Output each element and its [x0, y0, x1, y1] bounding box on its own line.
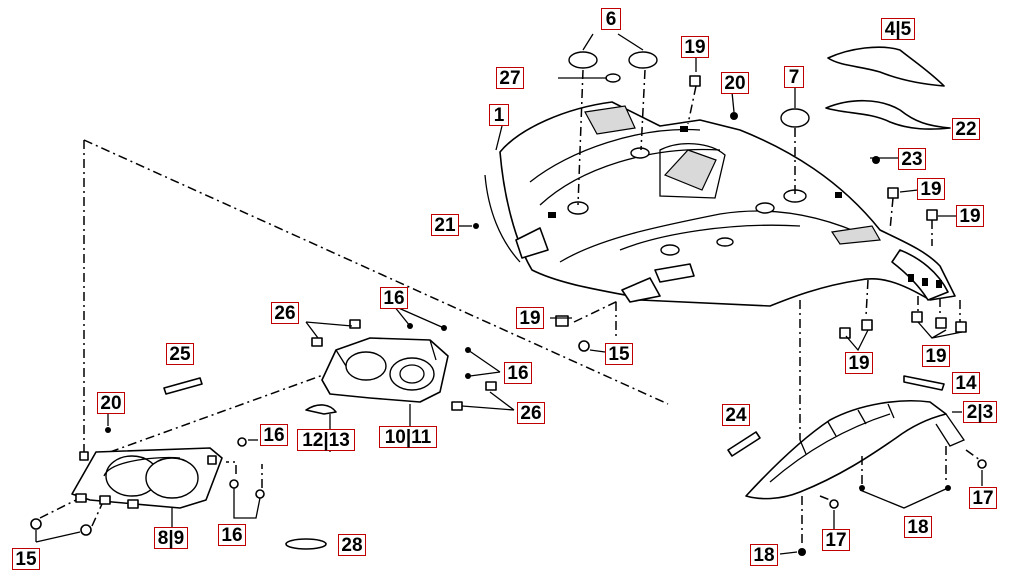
callout-23: 23 [898, 148, 926, 170]
bolt-25 [163, 377, 203, 395]
front-body-cover [484, 101, 956, 307]
headlight-housing [71, 447, 223, 509]
callout-8-9: 8|9 [154, 527, 188, 549]
callout-15-left: 15 [12, 548, 40, 570]
alignment-line-top [83, 139, 669, 405]
callout-4-5: 4|5 [881, 18, 915, 40]
callout-16-housing-right: 16 [260, 424, 288, 446]
callout-26-right: 26 [517, 402, 545, 424]
plug-6-right [628, 51, 658, 69]
callout-27: 27 [496, 67, 524, 89]
clip-14 [903, 375, 945, 391]
callout-18-bottom: 18 [750, 544, 778, 566]
callout-16-housing-bottom: 16 [218, 524, 246, 546]
callout-19-mid: 19 [516, 307, 544, 329]
callout-17-fender: 17 [822, 529, 850, 551]
callout-10-11: 10|11 [379, 426, 437, 448]
callout-1: 1 [489, 104, 509, 126]
headlight-bracket [305, 319, 497, 415]
callout-18-right: 18 [904, 516, 932, 538]
callout-24: 24 [722, 404, 750, 426]
callout-22: 22 [952, 118, 980, 140]
callout-21: 21 [431, 214, 459, 236]
bolt-24 [727, 431, 761, 457]
callout-25: 25 [166, 343, 194, 365]
plug-7 [780, 108, 810, 128]
callout-15-mid: 15 [605, 343, 633, 365]
callout-19-right-b: 19 [956, 205, 984, 227]
callout-20-top: 20 [721, 72, 749, 94]
callout-26-left: 26 [271, 302, 299, 324]
gasket-22 [825, 99, 951, 130]
callout-16-bracket-top: 16 [380, 287, 408, 309]
clips [473, 75, 967, 352]
cover-4-5 [827, 46, 945, 87]
grommet-28 [285, 538, 327, 550]
callout-19-top: 19 [681, 36, 709, 58]
callout-20-left: 20 [97, 392, 125, 414]
callout-6: 6 [601, 8, 621, 30]
callout-2-3: 2|3 [963, 401, 997, 423]
front-fender [745, 400, 965, 500]
callout-19-lower-a: 19 [845, 352, 873, 374]
callout-19-right-a: 19 [917, 178, 945, 200]
callout-7: 7 [784, 66, 804, 88]
callout-16-bracket-right: 16 [504, 362, 532, 384]
callout-17-right: 17 [969, 487, 997, 509]
callout-28: 28 [338, 534, 366, 556]
plug-6-left [568, 51, 598, 69]
callout-12-13: 12|13 [297, 429, 355, 451]
callout-19-lower-b: 19 [922, 345, 950, 367]
plug-27 [605, 73, 621, 83]
callout-14: 14 [952, 372, 980, 394]
